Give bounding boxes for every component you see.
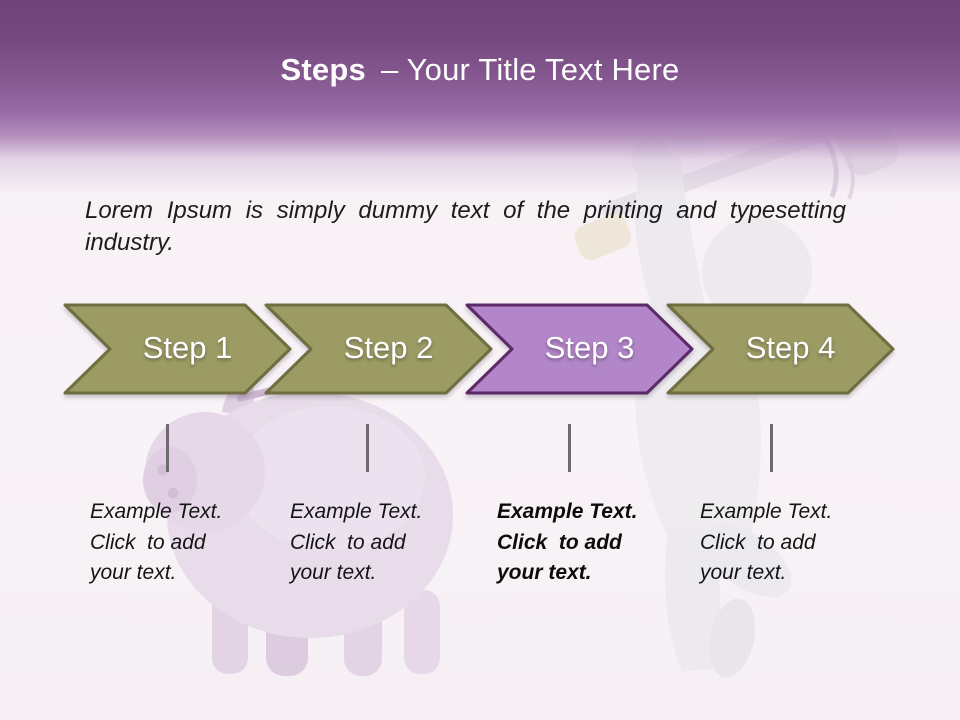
step-3-chevron[interactable] <box>465 303 694 395</box>
step-4-chevron[interactable] <box>666 303 895 395</box>
step-2-connector-tick <box>366 424 369 472</box>
step-3-label[interactable]: Step 3 <box>544 330 635 365</box>
step-3-connector-tick <box>568 424 571 472</box>
step-1-label[interactable]: Step 1 <box>142 330 233 365</box>
step-3-description[interactable]: Example Text. Click to add your text. <box>497 500 638 584</box>
slide-title[interactable]: Steps – Your Title Text Here <box>0 52 960 88</box>
step-1-chevron[interactable] <box>63 303 292 395</box>
step-2-chevron[interactable] <box>264 303 493 395</box>
step-1-connector-tick <box>166 424 169 472</box>
step-2-label[interactable]: Step 2 <box>343 330 434 365</box>
step-4-label[interactable]: Step 4 <box>745 330 836 365</box>
intro-text[interactable]: Lorem Ipsum is simply dummy text of the … <box>85 197 846 256</box>
header-banner: Steps – Your Title Text Here <box>0 0 960 195</box>
slide-title-rest: – Your Title Text Here <box>380 52 680 87</box>
slide-title-bold: Steps <box>280 52 366 87</box>
step-1-description[interactable]: Example Text. Click to add your text. <box>90 500 223 584</box>
piggy-bank-watermark <box>143 372 453 676</box>
step-2-description[interactable]: Example Text. Click to add your text. <box>290 500 423 584</box>
step-4-description[interactable]: Example Text. Click to add your text. <box>700 500 833 584</box>
step-4-connector-tick <box>770 424 773 472</box>
